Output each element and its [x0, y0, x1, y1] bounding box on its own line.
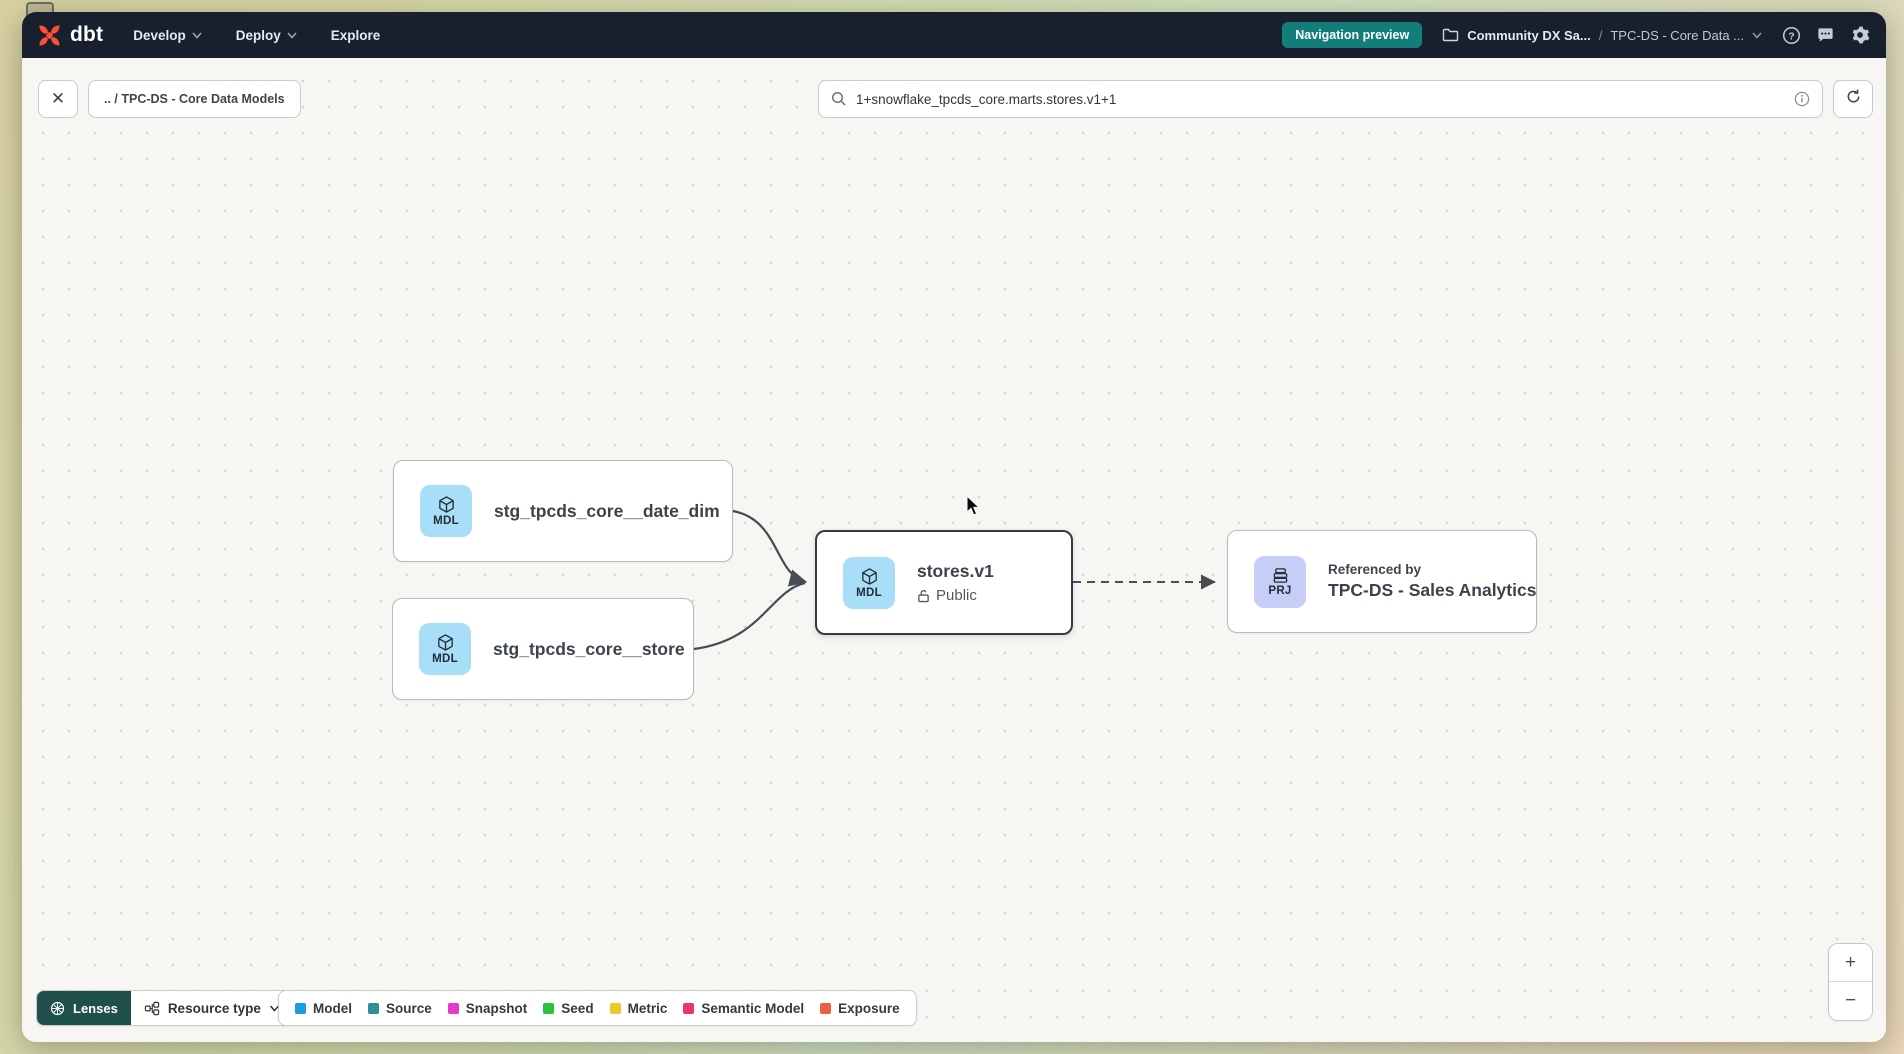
legend-item-metric: Metric [609, 1001, 667, 1016]
node-stores-v1[interactable]: MDL stores.v1 Public [815, 530, 1073, 635]
lenses-button[interactable]: Lenses [37, 991, 131, 1025]
model-badge: MDL [843, 556, 895, 609]
close-icon: ✕ [50, 89, 66, 108]
nav-item-develop[interactable]: Develop [133, 28, 202, 43]
legend-item-seed: Seed [543, 1001, 594, 1016]
breadcrumb-project: Community DX Sa... [1467, 27, 1591, 43]
mouse-cursor [965, 494, 983, 522]
legend-swatch [543, 1002, 555, 1014]
search-input[interactable] [856, 91, 1785, 107]
legend-item-snapshot: Snapshot [447, 1001, 527, 1016]
legend-item-exposure: Exposure [820, 1001, 900, 1016]
gear-icon[interactable] [1850, 25, 1870, 45]
resource-type-icon [144, 1001, 159, 1015]
zoom-controls: + − [1828, 943, 1873, 1021]
node-access: Public [917, 587, 994, 604]
lineage-canvas[interactable]: ✕ .. / TPC-DS - Core Data Models [22, 58, 1886, 1042]
dbt-logo-text: dbt [70, 23, 104, 46]
footer-controls: Lenses Resource type [36, 990, 294, 1026]
dbt-logo[interactable]: dbt [36, 22, 103, 49]
legend-swatch [295, 1002, 306, 1014]
refresh-icon [1845, 88, 1862, 110]
legend-item-semantic-model: Semantic Model [683, 1001, 804, 1016]
model-badge: MDL [420, 485, 472, 537]
feedback-icon[interactable] [1816, 26, 1835, 45]
navbar-right: Navigation preview Community DX Sa... / … [1282, 22, 1870, 48]
breadcrumb-environment: TPC-DS - Core Data ... [1610, 27, 1744, 43]
edge-store-to-stores [693, 581, 806, 651]
legend-swatch [609, 1002, 621, 1014]
node-referenced-by-project[interactable]: PRJ Referenced by TPC-DS - Sales Analyti… [1227, 530, 1537, 633]
top-navbar: dbt Develop Deploy Explore Navigation pr… [22, 12, 1886, 58]
stack-icon [1273, 567, 1287, 583]
svg-text:?: ? [1788, 31, 1794, 42]
canvas-toolbar: ✕ .. / TPC-DS - Core Data Models [38, 80, 1873, 118]
lineage-search-bar [818, 80, 1823, 118]
node-label: stg_tpcds_core__date_dim [494, 500, 720, 521]
refresh-button[interactable] [1833, 80, 1873, 118]
node-kicker: Referenced by [1328, 562, 1422, 577]
app-window: dbt Develop Deploy Explore Navigation pr… [22, 12, 1886, 1042]
cube-icon [438, 496, 454, 513]
node-label: TPC-DS - Sales Analytics [1328, 580, 1537, 600]
node-label: stores.v1 [917, 561, 994, 581]
project-breadcrumb[interactable]: Community DX Sa... / TPC-DS - Core Data … [1442, 28, 1762, 43]
legend-swatch [447, 1002, 459, 1014]
legend-swatch [368, 1002, 379, 1014]
legend-swatch [820, 1002, 832, 1014]
nav-item-explore[interactable]: Explore [330, 27, 381, 43]
nav-item-deploy[interactable]: Deploy [236, 28, 297, 43]
chevron-down-icon [192, 31, 202, 39]
legend-item-model: Model [295, 1001, 352, 1016]
legend-swatch [683, 1002, 695, 1014]
edge-date-dim-to-stores [732, 509, 808, 587]
nav-menu: Develop Deploy Explore [133, 28, 380, 43]
node-stg-tpcds-core-date-dim[interactable]: MDL stg_tpcds_core__date_dim [393, 460, 733, 562]
chevron-down-icon [1752, 31, 1762, 39]
cube-icon [437, 634, 453, 651]
zoom-out-button[interactable]: − [1829, 982, 1872, 1020]
breadcrumb-separator: / [1598, 27, 1603, 43]
unlock-icon [918, 589, 929, 602]
chevron-down-icon [287, 31, 297, 39]
node-label: stg_tpcds_core__store [493, 638, 685, 659]
zoom-in-button[interactable]: + [1829, 944, 1872, 982]
resource-type-button[interactable]: Resource type [130, 991, 293, 1025]
node-stg-tpcds-core-store[interactable]: MDL stg_tpcds_core__store [392, 598, 694, 700]
model-badge: MDL [419, 623, 471, 675]
chevron-down-icon [269, 1005, 279, 1012]
dbt-logo-icon [36, 22, 63, 49]
project-badge: PRJ [1254, 555, 1306, 608]
resource-type-legend: Model Source Snapshot Seed Metric Semant… [278, 990, 917, 1026]
legend-item-source: Source [368, 1001, 432, 1016]
search-icon [831, 91, 847, 107]
close-lineage-button[interactable]: ✕ [38, 80, 78, 118]
navigation-preview-badge[interactable]: Navigation preview [1282, 22, 1423, 48]
lineage-breadcrumb-chip[interactable]: .. / TPC-DS - Core Data Models [88, 80, 301, 118]
help-icon[interactable]: ? [1782, 26, 1801, 45]
info-icon[interactable] [1794, 91, 1810, 107]
lenses-icon [50, 1001, 65, 1015]
folder-icon [1443, 28, 1459, 42]
cube-icon [861, 567, 877, 585]
navbar-icons: ? [1782, 25, 1870, 45]
